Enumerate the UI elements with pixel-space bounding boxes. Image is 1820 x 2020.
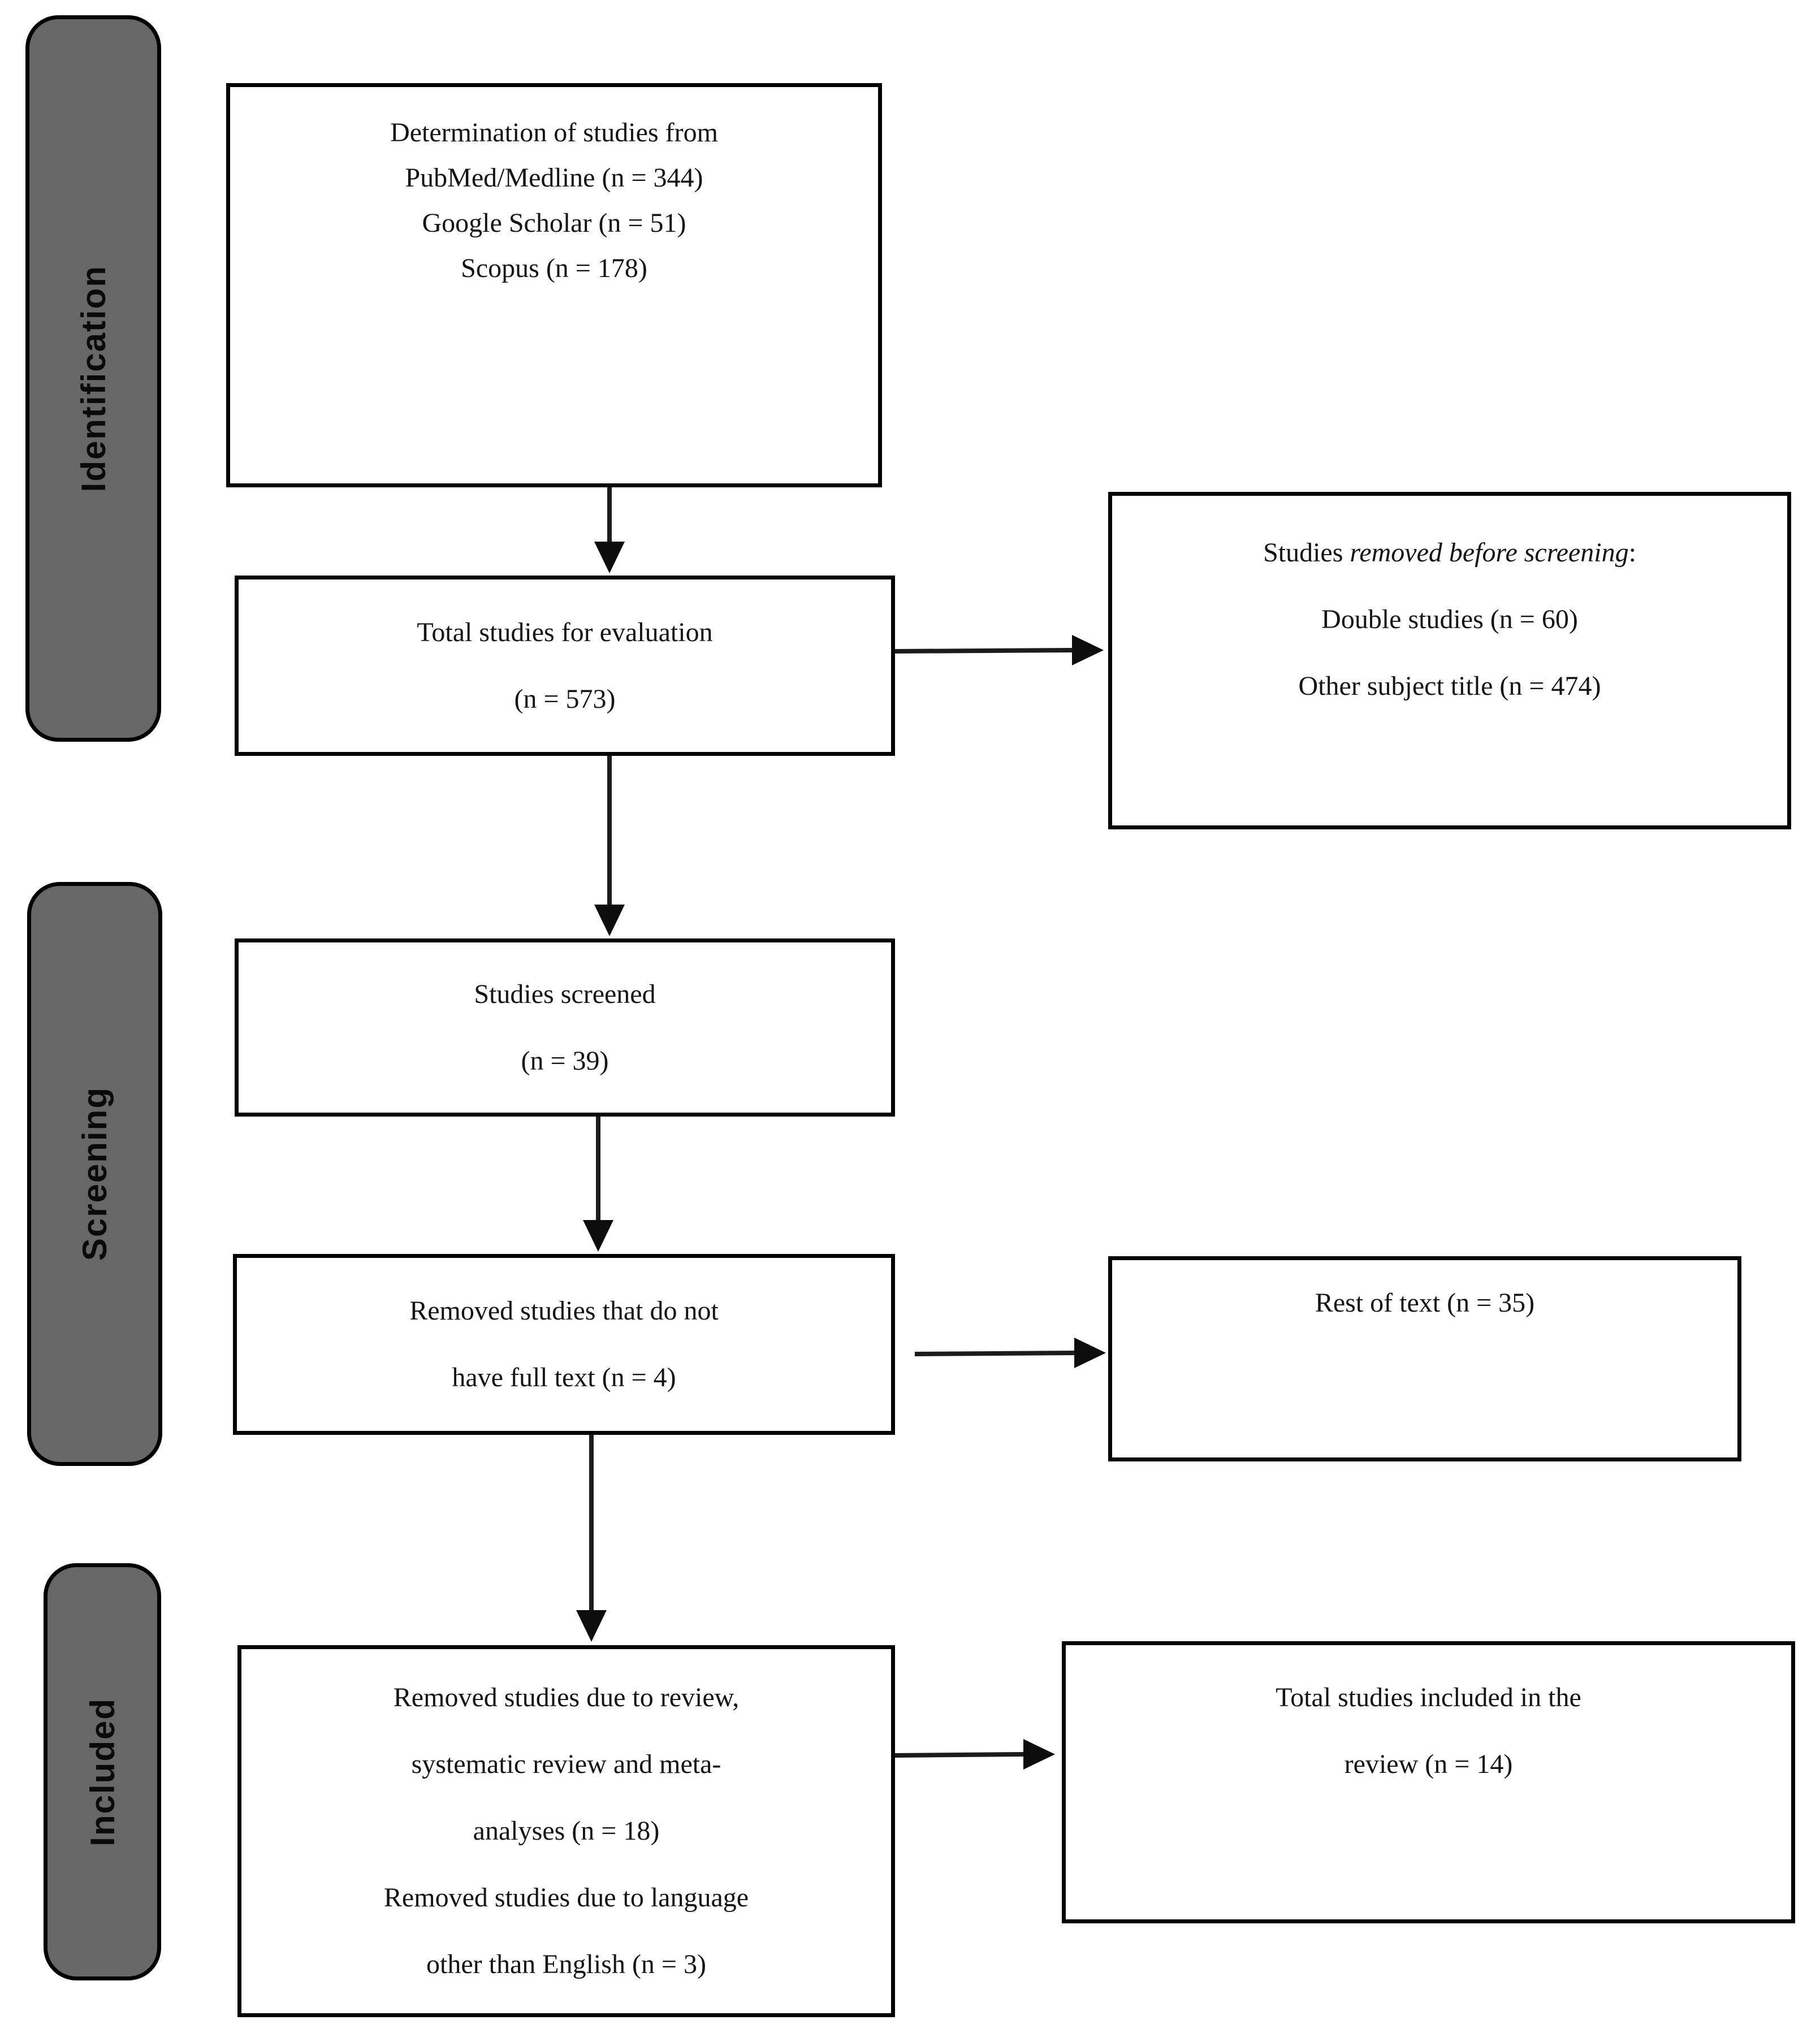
box-text-line: Scopus (n = 178) — [461, 253, 647, 283]
stage-identification: Identification — [25, 15, 161, 742]
stage-included: Included — [44, 1563, 161, 1980]
box-text-line: Removed studies that do not — [409, 1296, 719, 1326]
box-text-line: Other subject title (n = 474) — [1298, 671, 1601, 701]
box-text-line: Total studies included in the — [1276, 1682, 1581, 1712]
stage-identification-label: Identification — [74, 265, 113, 492]
box-text-line: (n = 573) — [514, 684, 616, 714]
arrow-removed-review-to-included-total — [894, 1739, 1055, 1770]
box-removed-review-language: Removed studies due to review, systemati… — [237, 1645, 895, 2017]
box-text-segment-italic: removed before screening — [1350, 538, 1629, 568]
box-text-line: Google Scholar (n = 51) — [422, 208, 686, 238]
arrow-evaluation-to-screened — [594, 756, 625, 936]
box-text-line: Studies removed before screening: — [1263, 535, 1636, 570]
stage-included-label: Included — [83, 1697, 122, 1846]
box-text-line: Removed studies due to review, — [393, 1682, 740, 1712]
box-text-line: other than English (n = 3) — [426, 1949, 706, 1979]
stage-screening: Screening — [27, 882, 162, 1466]
box-total-included: Total studies included in the review (n … — [1062, 1641, 1795, 1923]
box-text-line: Removed studies due to language — [383, 1883, 749, 1913]
arrow-no-fulltext-to-removed-review — [576, 1435, 607, 1642]
box-text-segment: : — [1628, 538, 1636, 568]
arrow-evaluation-to-removed-before-screening — [894, 635, 1104, 665]
box-removed-no-fulltext: Removed studies that do not have full te… — [233, 1254, 895, 1435]
box-text-line: Total studies for evaluation — [417, 617, 713, 647]
arrow-screened-to-no-fulltext — [583, 1117, 613, 1252]
box-removed-before-screening: Studies removed before screening: Double… — [1108, 492, 1791, 829]
box-text-line: Studies screened — [474, 979, 656, 1009]
box-text-line: PubMed/Medline (n = 344) — [405, 163, 703, 193]
box-text-line: review (n = 14) — [1344, 1749, 1513, 1779]
box-text-line: have full text (n = 4) — [452, 1362, 676, 1392]
arrow-sources-to-evaluation — [594, 487, 625, 573]
arrow-no-fulltext-to-rest-of-text — [914, 1338, 1106, 1368]
box-text-segment: Studies — [1263, 538, 1350, 568]
box-identification-sources: Determination of studies from PubMed/Med… — [226, 83, 882, 487]
box-text-line: Double studies (n = 60) — [1321, 604, 1578, 634]
box-text-line: Rest of text (n = 35) — [1315, 1288, 1535, 1318]
box-text-line: analyses (n = 18) — [473, 1816, 660, 1846]
box-rest-of-text: Rest of text (n = 35) — [1108, 1256, 1741, 1461]
box-studies-screened: Studies screened (n = 39) — [235, 938, 895, 1117]
box-text-line: (n = 39) — [521, 1045, 609, 1076]
stage-screening-label: Screening — [76, 1087, 114, 1261]
box-text-line: Determination of studies from — [390, 118, 718, 148]
box-total-evaluation: Total studies for evaluation (n = 573) — [235, 576, 895, 756]
box-text-line: systematic review and meta- — [411, 1749, 721, 1779]
